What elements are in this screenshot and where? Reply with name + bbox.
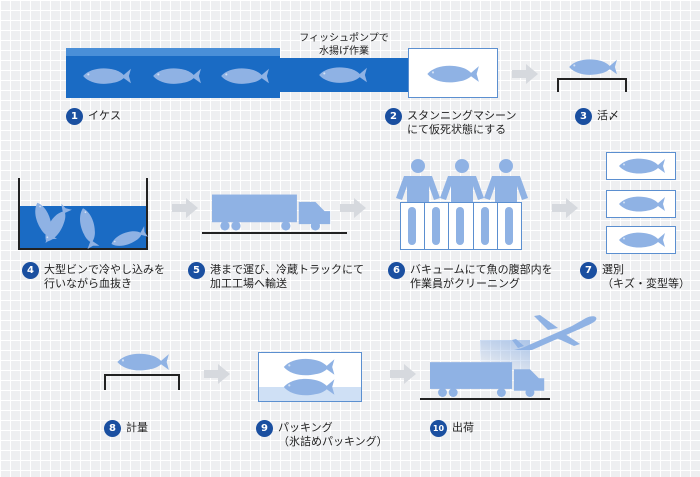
step-number-badge: 10 — [430, 420, 447, 437]
step-number-badge: 2 — [385, 108, 402, 125]
step-text: イケス — [88, 109, 121, 122]
step-text: スタンニングマシーン — [407, 109, 517, 122]
step-text: 行いながら血抜き — [44, 277, 132, 290]
step-text: パッキング — [278, 421, 333, 434]
step-4-label: 4 大型ビンで冷やし込みを 行いながら血抜き — [22, 262, 165, 291]
step-number-badge: 1 — [66, 108, 83, 125]
step-text: にて仮死状態にする — [407, 123, 507, 136]
fish-icon — [218, 65, 270, 87]
arrow-icon — [172, 198, 198, 218]
step-text: 選別 — [602, 263, 624, 276]
step-number-badge: 3 — [575, 108, 592, 125]
step-text: 計量 — [126, 421, 148, 434]
step-text: 作業員がクリーニング — [410, 277, 520, 290]
step-number-badge: 6 — [388, 262, 405, 279]
fish-icon — [114, 350, 170, 374]
step-number-badge: 5 — [188, 262, 205, 279]
step-8-label: 8 計量 — [104, 420, 148, 437]
step-7-label: 7 選別 （キズ・変型等） — [580, 262, 690, 291]
step-number-badge: 9 — [256, 420, 273, 437]
fish-icon — [424, 62, 480, 86]
fish-icon — [150, 65, 202, 87]
fish-icon — [272, 356, 344, 378]
step-6-label: 6 バキュームにて魚の腹部内を 作業員がクリーニング — [388, 262, 553, 291]
fish-icon — [80, 65, 132, 87]
step-text: 加工工場へ輸送 — [210, 277, 287, 290]
road-line — [420, 398, 550, 400]
fish-icon — [316, 64, 368, 86]
step-9-label: 9 パッキング （氷詰めパッキング） — [256, 420, 388, 449]
step-text: （氷詰めパッキング） — [278, 435, 388, 448]
arrow-icon — [340, 198, 366, 218]
step-text: 出荷 — [452, 421, 474, 434]
arrow-icon — [390, 364, 416, 384]
step-text: バキュームにて魚の腹部内を — [410, 263, 553, 276]
arrow-icon — [204, 364, 230, 384]
fish-icon — [614, 230, 668, 250]
air-beam — [480, 340, 530, 370]
pump-caption: フィッシュポンプで 水揚げ作業 — [294, 32, 394, 58]
cleaning-rack — [400, 202, 522, 250]
step-2-label: 2 スタンニングマシーン にて仮死状態にする — [385, 108, 516, 137]
weighing-scale — [104, 374, 180, 390]
step-text: （キズ・変型等） — [602, 277, 690, 290]
pump-caption-line2: 水揚げ作業 — [319, 46, 369, 57]
fish-icon — [272, 376, 344, 398]
fish-icon — [614, 156, 668, 176]
fish-icon — [566, 56, 618, 78]
pump-caption-line1: フィッシュポンプで — [299, 33, 389, 44]
arrow-icon — [512, 64, 538, 84]
kill-table — [557, 78, 627, 92]
road-line — [202, 232, 347, 234]
step-3-label: 3 活〆 — [575, 108, 619, 125]
step-5-label: 5 港まで運び、冷蔵トラックにて 加工工場へ輸送 — [188, 262, 364, 291]
step-number-badge: 7 — [580, 262, 597, 279]
step-10-label: 10 出荷 — [430, 420, 474, 437]
refrigerated-truck-icon — [212, 194, 332, 232]
step-text: 港まで運び、冷蔵トラックにて — [210, 263, 364, 276]
step-number-badge: 4 — [22, 262, 39, 279]
fish-icon — [614, 194, 668, 214]
step-number-badge: 8 — [104, 420, 121, 437]
step-text: 活〆 — [597, 109, 619, 122]
step-1-label: 1 イケス — [66, 108, 121, 125]
step-text: 大型ビンで冷やし込みを — [44, 263, 165, 276]
arrow-icon — [552, 198, 578, 218]
